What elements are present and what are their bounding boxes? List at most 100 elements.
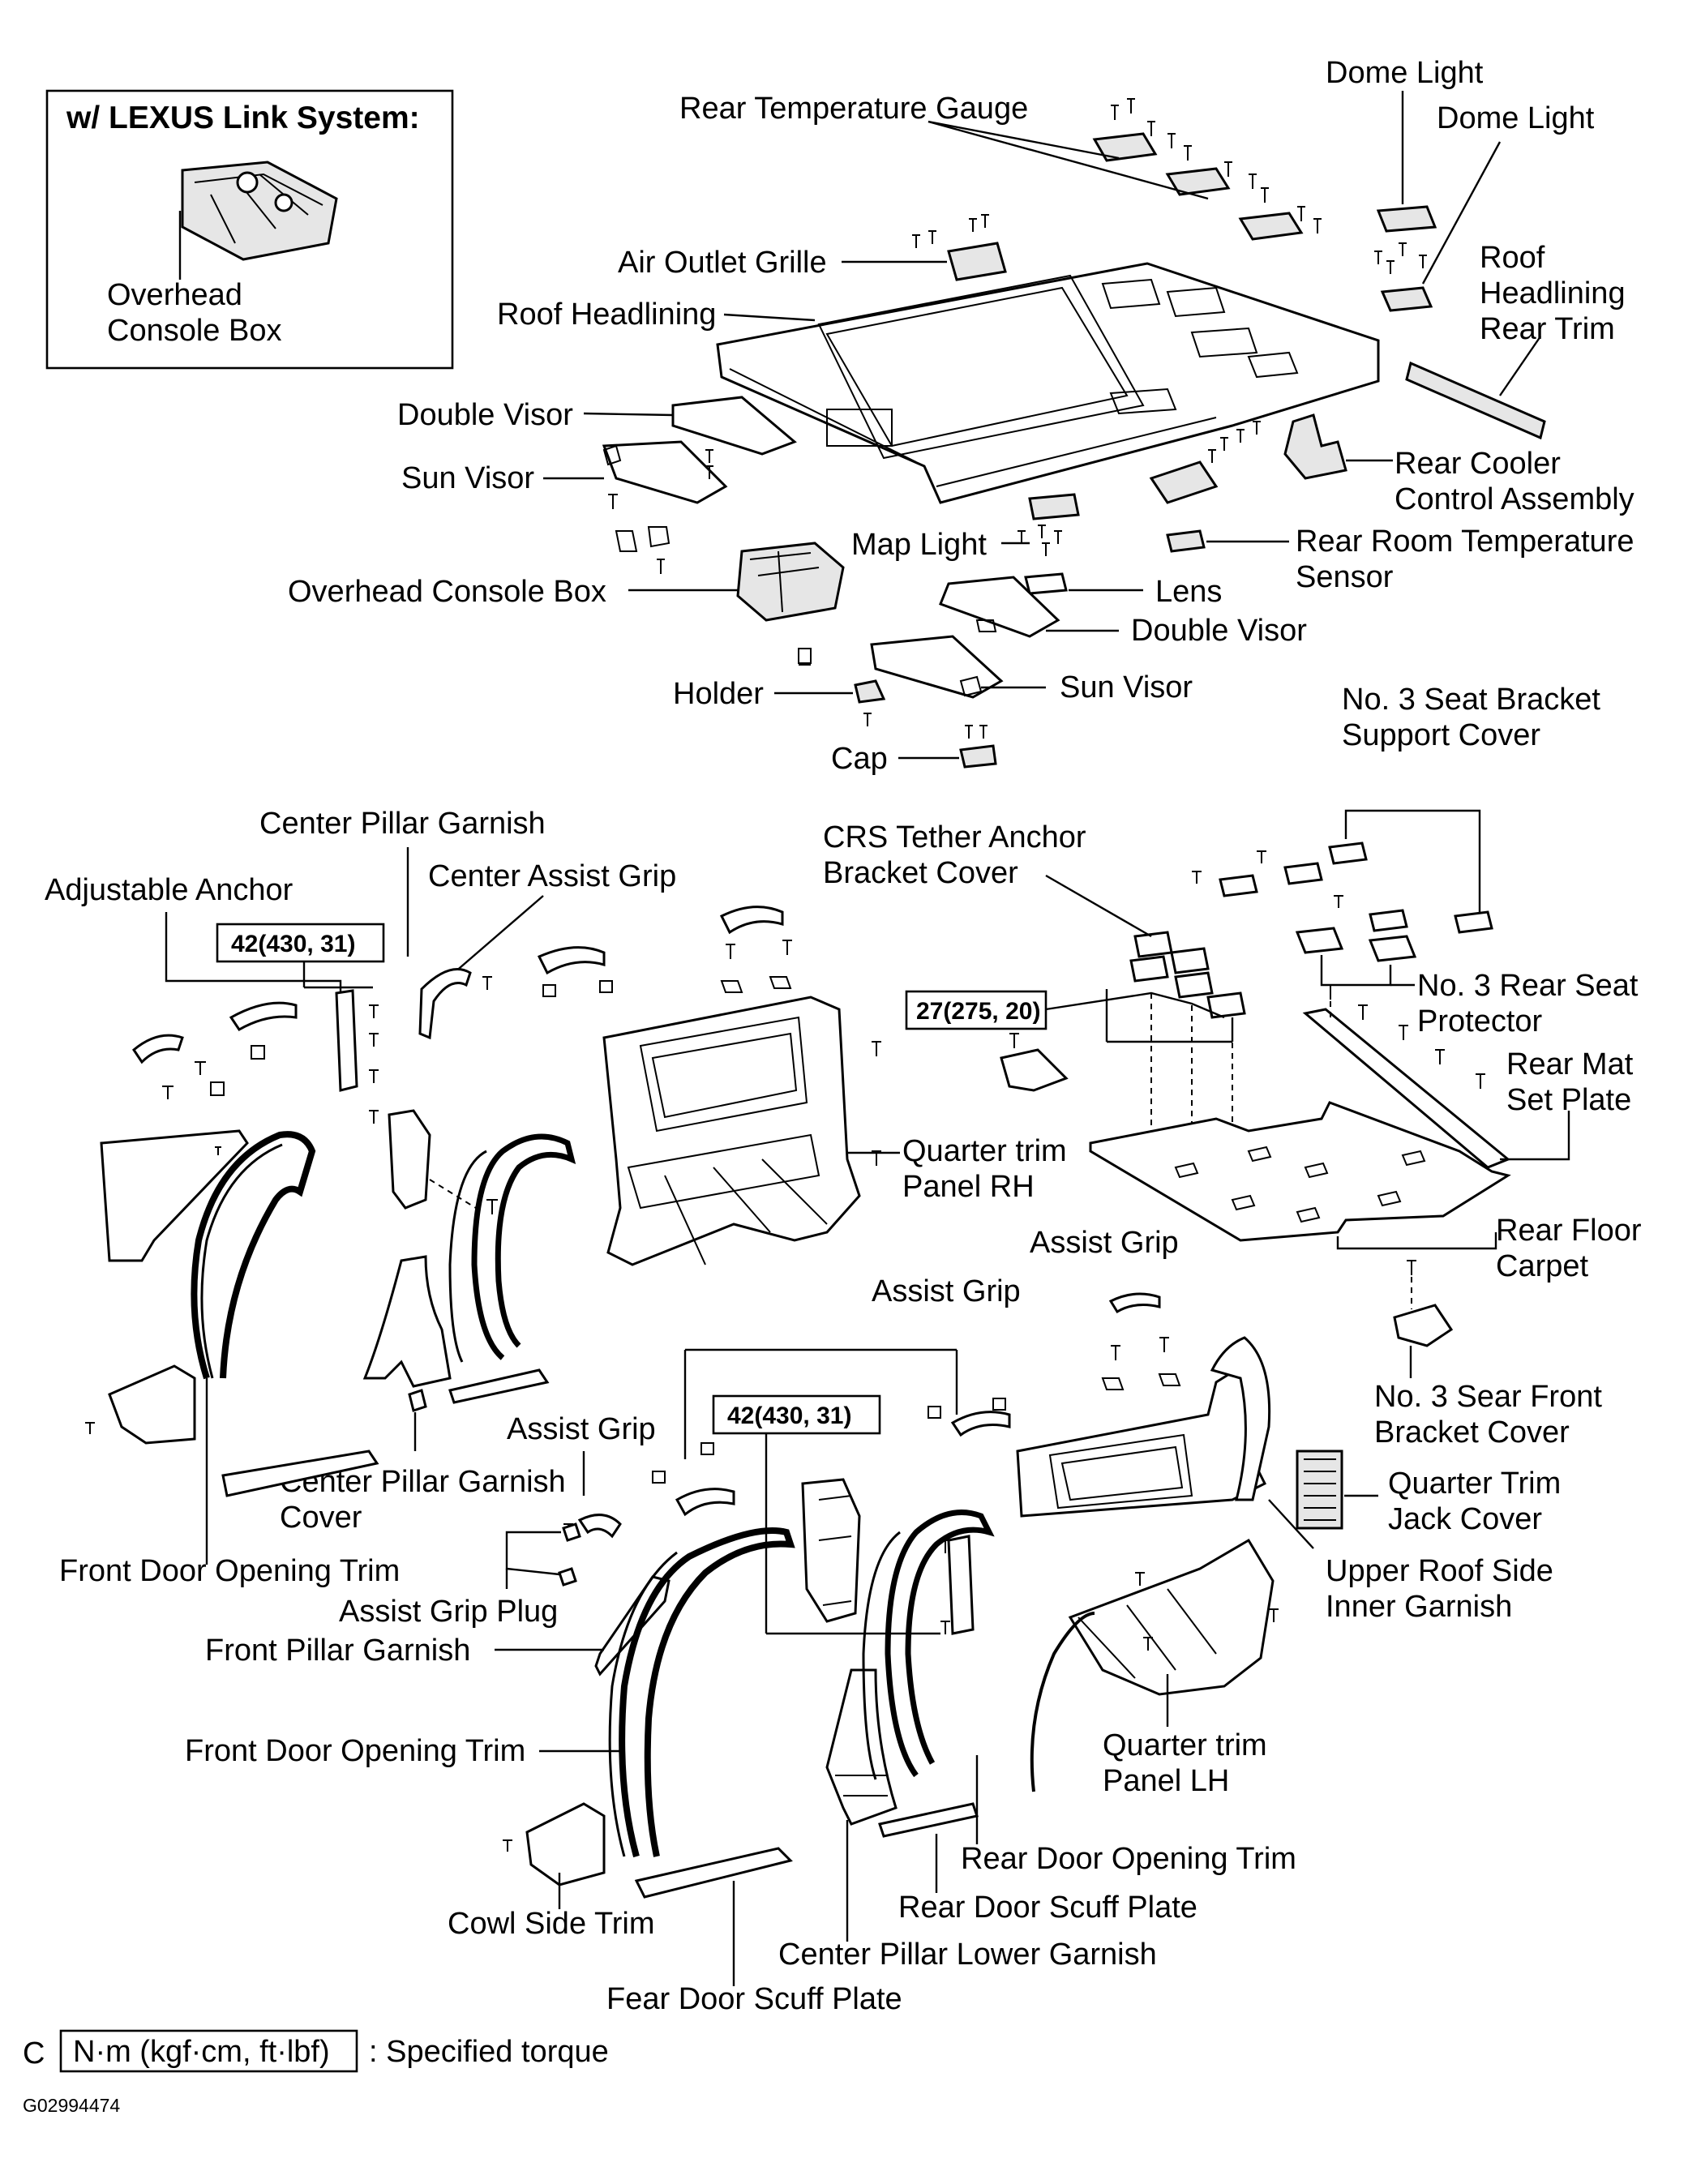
rear-cooler-control-part [1283, 413, 1347, 480]
ursig-line: Upper Roof Side [1326, 1554, 1553, 1588]
inset-console-label: Overhead Console Box [107, 278, 281, 348]
quarter-trim-jack-cover-part [1296, 1450, 1343, 1530]
no3-rear-seat-protector-part-2 [1368, 935, 1417, 962]
assist-grip-1-part [1108, 1292, 1161, 1314]
protector-line: No. 3 Rear Seat [1417, 969, 1639, 1003]
torque-1: 42(430, 31) [231, 931, 355, 957]
sear-line: Bracket Cover [1374, 1415, 1570, 1450]
cowl-side-trim-part [525, 1802, 606, 1886]
no3-bracket-line: Support Cover [1342, 718, 1540, 752]
overhead-console-box-part [736, 542, 845, 622]
label-fear-door-scuff-plate: Fear Door Scuff Plate [606, 1982, 902, 2016]
qtlh-line: Quarter trim [1103, 1728, 1267, 1762]
rear-trim-line: Roof [1480, 241, 1545, 275]
adjustable-anchor-part [335, 989, 358, 1092]
fear-door-scuff-plate-part [634, 1847, 793, 1899]
quarter-trim-panel-rh-part [602, 996, 881, 1266]
no3-seat-bracket-support-covers [1192, 841, 1493, 934]
qtrh-line: Quarter trim [902, 1134, 1067, 1168]
inset-console-line: Overhead [107, 278, 242, 312]
torque-box-1 [216, 923, 385, 963]
center-assist-grip-part [418, 968, 472, 1040]
assist-grip-2-part [950, 1411, 1011, 1437]
torque-3: 42(430, 31) [727, 1402, 851, 1429]
label-center-assist-grip: Center Assist Grip [428, 859, 676, 893]
crs-line: Bracket Cover [823, 856, 1018, 890]
front-scuff-plate-upper-part [221, 1450, 379, 1497]
label-rear-cooler-control: Rear Cooler Control Assembly [1395, 447, 1634, 516]
protector-line: Protector [1417, 1004, 1543, 1038]
dome-light-2-part [1380, 286, 1433, 312]
ursig-line: Inner Garnish [1326, 1590, 1512, 1624]
center-pillar-cover-part [408, 1389, 427, 1412]
label-no3-sear-front-bracket-cover: No. 3 Sear Front Bracket Cover [1374, 1380, 1610, 1450]
label-overhead-console-box: Overhead Console Box [288, 575, 606, 609]
label-adjustable-anchor: Adjustable Anchor [45, 873, 293, 907]
legend-box [59, 2029, 358, 2073]
rear-trim-part [1405, 361, 1546, 440]
label-quarter-trim-jack-cover: Quarter Trim Jack Cover [1388, 1467, 1570, 1536]
center-pillar-lower-part [362, 1255, 452, 1388]
double-visor-top-part [671, 396, 797, 456]
label-assist-grip-1: Assist Grip [1030, 1226, 1179, 1260]
center-assist-grip-upper-part [537, 946, 606, 975]
cpgc-line: Cover [280, 1501, 362, 1535]
label-center-pillar-garnish: Center Pillar Garnish [259, 807, 546, 841]
label-cap: Cap [831, 742, 888, 776]
assist-grip-rear-part [719, 906, 784, 935]
rear-cooler-knob [1149, 460, 1219, 504]
label-upper-roof-side-inner-garnish: Upper Roof Side Inner Garnish [1326, 1554, 1562, 1624]
legend-unit: N·m (kgf·cm, ft·lbf) [73, 2035, 330, 2069]
bracket-piece [1000, 1048, 1069, 1092]
quarter-trim-panel-lh-part [1016, 1360, 1279, 1792]
assist-grip-left-2-part [132, 1034, 184, 1064]
center-pillar-lower-garnish-part [825, 1668, 898, 1826]
label-rear-temperature-gauge: Rear Temperature Gauge [679, 92, 1028, 126]
label-front-door-opening-trim-2: Front Door Opening Trim [185, 1734, 525, 1768]
label-holder: Holder [673, 677, 764, 711]
inset-lexus-link: w/ LEXUS Link System: Overhead Console B… [45, 89, 454, 370]
double-visor-bottom-part [939, 576, 1060, 638]
label-rear-mat-set-plate: Rear Mat Set Plate [1506, 1047, 1642, 1117]
sear-line: No. 3 Sear Front [1374, 1380, 1602, 1414]
adjustable-anchor-lower-part [947, 1535, 975, 1635]
label-assist-grip-2: Assist Grip [872, 1274, 1021, 1308]
mat-line: Set Plate [1506, 1083, 1631, 1117]
torque-box-3 [712, 1394, 881, 1435]
assist-grip-3-part [577, 1514, 622, 1539]
rear-door-scuff-plate-part [878, 1802, 979, 1838]
rear-scuff-plate-upper-part [448, 1368, 550, 1404]
label-assist-grip-3: Assist Grip [507, 1412, 656, 1446]
sun-visor-bottom-part [870, 635, 1004, 699]
label-front-pillar-garnish: Front Pillar Garnish [205, 1634, 470, 1668]
rear-temp-gauge-parts [1092, 98, 1322, 241]
rear-cooler-line: Rear Cooler [1395, 447, 1561, 481]
sensor-line: Rear Room Temperature [1296, 525, 1634, 559]
label-assist-grip-plug: Assist Grip Plug [339, 1595, 558, 1629]
carpet-line: Carpet [1496, 1249, 1588, 1283]
inset-title: w/ LEXUS Link System: [66, 101, 420, 135]
rear-room-temp-sensor-part [1166, 529, 1206, 553]
no3-sear-front-bracket-part [1393, 1304, 1454, 1347]
label-quarter-trim-panel-lh: Quarter trim Panel LH [1103, 1728, 1275, 1798]
rear-cooler-line: Control Assembly [1395, 482, 1634, 516]
carpet-line: Rear Floor [1496, 1214, 1642, 1248]
cap-part [959, 744, 997, 769]
label-cowl-side-trim: Cowl Side Trim [448, 1907, 655, 1941]
label-rear-room-temp-sensor: Rear Room Temperature Sensor [1296, 525, 1643, 594]
roof-headlining-part [716, 262, 1380, 504]
label-sun-visor-bottom: Sun Visor [1060, 670, 1193, 704]
assist-grip-left-lower-part [675, 1488, 735, 1517]
legend-text: : Specified torque [369, 2035, 609, 2069]
label-air-outlet-grille: Air Outlet Grille [618, 246, 827, 280]
no3-bracket-line: No. 3 Seat Bracket [1342, 683, 1600, 717]
legend-prefix: C [23, 2036, 45, 2071]
sensor-line: Sensor [1296, 560, 1394, 594]
center-pillar-garnish-lower-part [801, 1478, 861, 1623]
label-quarter-trim-panel-rh: Quarter trim Panel RH [902, 1134, 1075, 1204]
label-no3-seat-bracket-support-cover: No. 3 Seat Bracket Support Cover [1342, 683, 1609, 752]
qtjc-line: Quarter Trim [1388, 1467, 1561, 1501]
map-light-part [1028, 493, 1080, 520]
